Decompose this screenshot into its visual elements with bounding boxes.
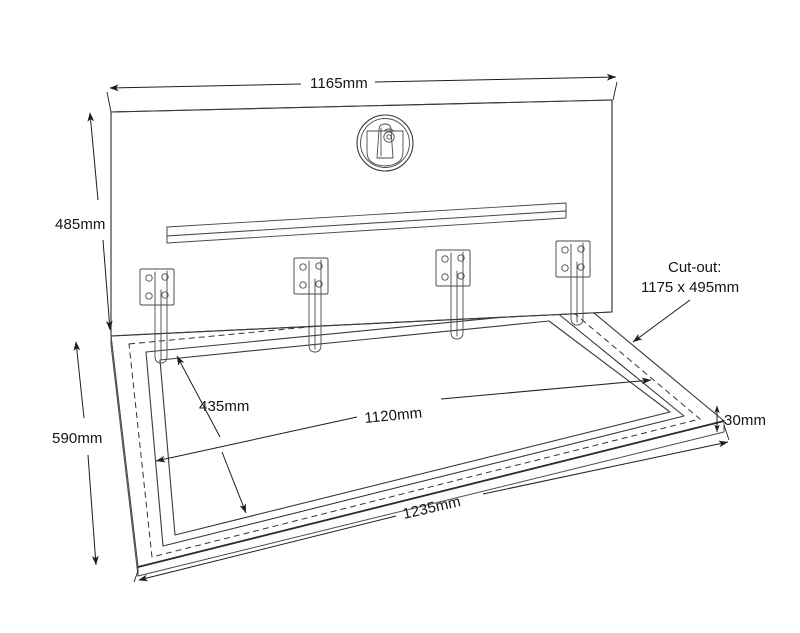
hinge-plate	[555, 240, 591, 278]
hinge-bolt-hole	[315, 280, 323, 288]
dim-label-435: 435mm	[199, 398, 250, 415]
dim-line-485-lower	[102, 239, 113, 331]
lock-keyhole	[386, 134, 392, 140]
dim-ext-right	[612, 81, 618, 101]
cutout-note-value: 1175 x 495mm	[641, 279, 739, 296]
hinge-bolt-hole	[577, 263, 585, 271]
hinge-bolt-hole	[299, 281, 307, 289]
lock-inner-circle	[360, 118, 410, 168]
dim-line-1235-right	[482, 440, 729, 495]
hinge-bolt-hole	[441, 273, 449, 281]
dim-label-1165: 1165mm	[310, 75, 368, 92]
dim-line-485-upper	[87, 112, 99, 201]
hinge-stay-arm	[570, 242, 584, 326]
dim-label-485: 485mm	[55, 216, 106, 233]
note-cutout: Cut-out: 1175 x 495mm	[632, 259, 739, 343]
dim-line-1235-left	[138, 515, 397, 582]
hinge-bolt-hole	[441, 255, 449, 263]
hinge-bolt-hole	[457, 272, 465, 280]
dim-label-30: 30mm	[724, 412, 766, 429]
cutout-leader-line	[632, 299, 691, 343]
dim-line-590-lower	[87, 454, 99, 566]
dim-label-1120: 1120mm	[364, 405, 423, 427]
hinge-bolt-hole	[161, 273, 169, 281]
dim-ext-1235-right	[723, 424, 730, 441]
circular-lock-latch	[356, 114, 414, 172]
hinge-stay-arm	[450, 251, 464, 340]
dimension-opening-depth: 435mm	[176, 355, 250, 514]
lock-outer-circle	[356, 114, 414, 172]
hinge-bolt-hole	[561, 264, 569, 272]
lid-stiffener-bar	[166, 202, 567, 244]
hinge-stay-arm	[154, 270, 168, 364]
dimension-frame-depth: 590mm	[52, 341, 103, 566]
hinge-plate	[435, 249, 471, 287]
dim-line-1120-left	[155, 416, 358, 463]
dim-line-1120-right	[440, 377, 652, 400]
hatch-frame	[110, 292, 725, 577]
lock-cam-arc	[383, 128, 395, 132]
frame-opening	[159, 320, 671, 536]
dimension-lid-height: 485mm	[55, 112, 113, 331]
lock-barrel-circle	[383, 131, 395, 143]
dim-line-435-upper	[176, 355, 221, 438]
hinge-bolt-hole	[577, 245, 585, 253]
hinge-bolt-hole	[145, 274, 153, 282]
dimension-lid-width: 1165mm	[106, 73, 618, 113]
dimension-opening-width: 1120mm	[155, 377, 652, 463]
hinge-bolt-hole	[299, 263, 307, 271]
lid-bottom-edge	[110, 311, 613, 337]
hinge-plate	[139, 268, 175, 306]
dim-line-435-lower	[221, 451, 247, 514]
dim-ext-1235-left	[133, 570, 139, 583]
hinge-bolt-hole	[315, 262, 323, 270]
hinge-bolt-hole	[145, 292, 153, 300]
dimension-frame-thickness: 30mm	[714, 405, 766, 433]
lock-lever-body	[376, 123, 394, 159]
dim-ext-left	[106, 91, 112, 113]
dim-label-590: 590mm	[52, 430, 103, 447]
hinge-assembly-1	[139, 268, 175, 364]
hinge-plate	[293, 257, 329, 295]
hinge-assembly-3	[435, 249, 471, 340]
hinge-stay-arm	[308, 259, 322, 353]
hinge-assembly-2	[293, 257, 329, 353]
dim-line-left-seg	[109, 83, 302, 92]
dim-line-590-upper	[73, 341, 85, 419]
lock-cup-recess	[366, 130, 404, 167]
dim-line-right-seg	[374, 73, 617, 83]
frame-edge-left	[110, 335, 139, 577]
hinge-bolt-hole	[457, 254, 465, 262]
dashed-cut-out-outline	[128, 302, 702, 558]
cutout-note-label: Cut-out:	[668, 259, 721, 276]
hinge-bolt-hole	[561, 246, 569, 254]
lid-top-edge	[110, 99, 613, 113]
hinge-assembly-4	[555, 240, 591, 326]
frame-bottom-edge	[137, 420, 725, 568]
hinge-bolt-hole	[161, 291, 169, 299]
